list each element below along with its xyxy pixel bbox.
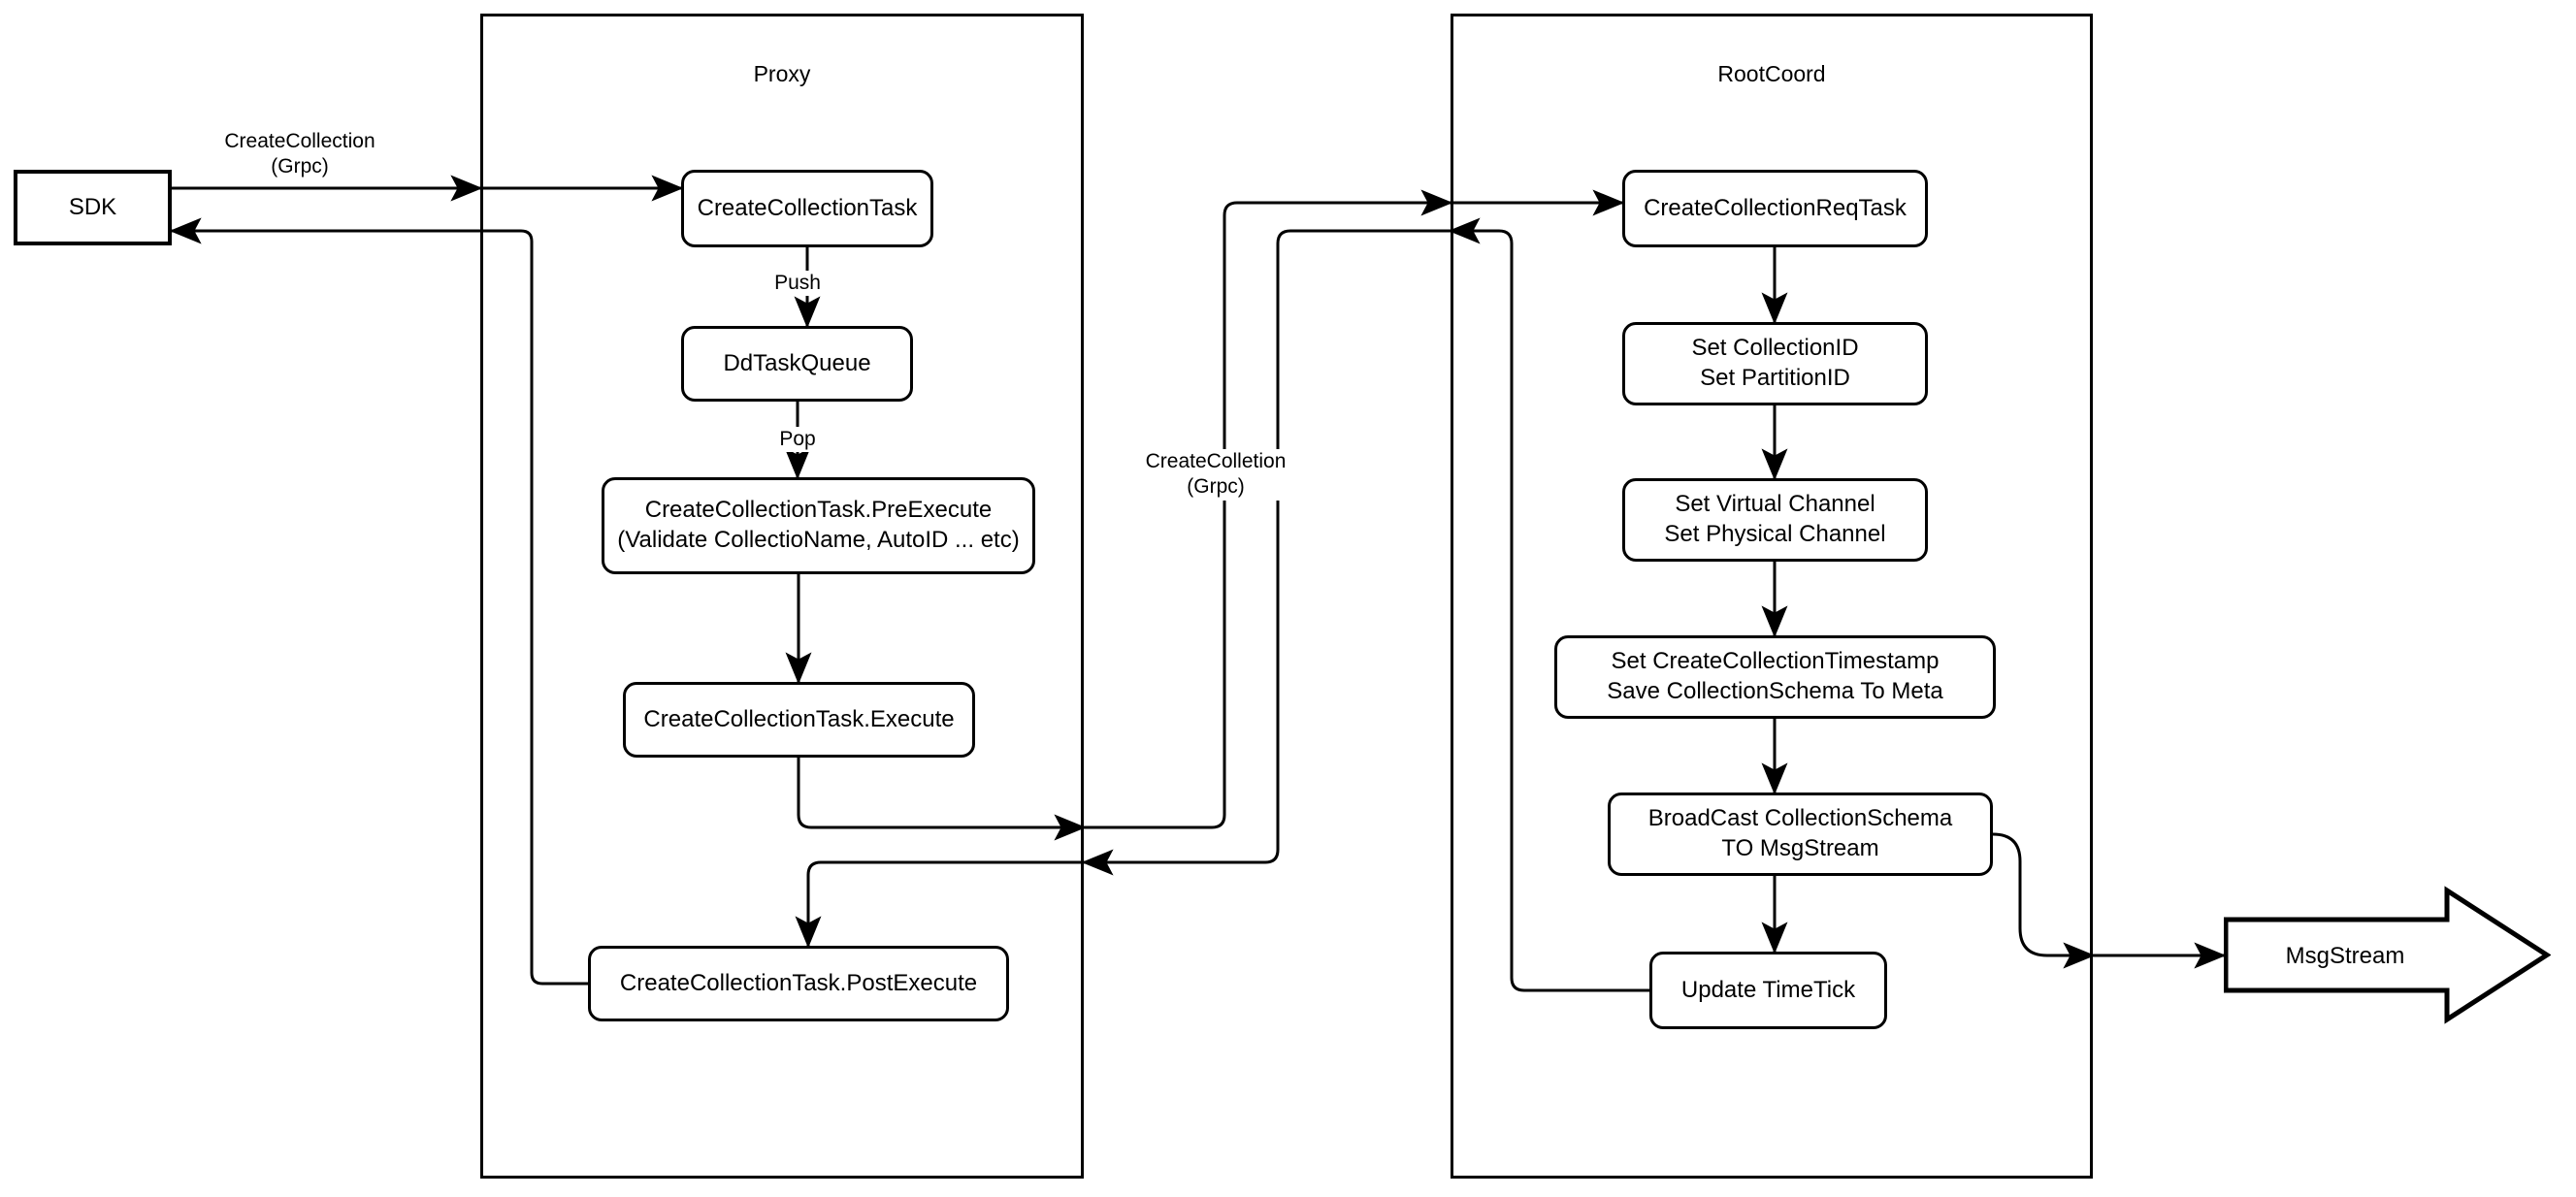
edge-label-pop: Pop: [765, 427, 831, 453]
container-proxy-title: Proxy: [753, 61, 811, 86]
node-sdk[interactable]: SDK: [14, 170, 172, 245]
container-proxy: [480, 14, 1084, 1179]
wire-grpc-return-riser: [1081, 229, 1451, 876]
node-dd-task-queue[interactable]: DdTaskQueue: [681, 326, 913, 402]
wire-grpc-out-riser: [1084, 189, 1453, 829]
node-create-collection-task-postexecute[interactable]: CreateCollectionTask.PostExecute: [588, 946, 1009, 1021]
msgstream-arrow-icon: [2223, 886, 2552, 1024]
node-update-timetick[interactable]: Update TimeTick: [1649, 952, 1887, 1029]
msgstream-label: MsgStream: [2285, 943, 2405, 969]
node-set-virtual-physical-channel[interactable]: Set Virtual Channel Set Physical Channel: [1622, 478, 1928, 562]
node-create-collection-task[interactable]: CreateCollectionTask: [681, 170, 933, 247]
edge-label-sdk-to-proxy: CreateCollection (Grpc): [197, 129, 403, 180]
node-broadcast-collection-schema[interactable]: BroadCast CollectionSchema TO MsgStream: [1608, 793, 1993, 876]
node-set-collection-partition-id[interactable]: Set CollectionID Set PartitionID: [1622, 322, 1928, 405]
node-create-collection-req-task[interactable]: CreateCollectionReqTask: [1622, 170, 1928, 247]
edge-label-proxy-to-rootcoord: CreateColletion (Grpc): [1113, 449, 1319, 501]
node-create-collection-task-execute[interactable]: CreateCollectionTask.Execute: [623, 682, 975, 758]
container-rootcoord-title: RootCoord: [1717, 61, 1826, 86]
node-create-collection-task-preexecute[interactable]: CreateCollectionTask.PreExecute (Validat…: [602, 477, 1035, 574]
edge-label-push: Push: [761, 271, 834, 297]
node-msgstream[interactable]: MsgStream: [2223, 885, 2552, 1025]
container-rootcoord: [1451, 14, 2093, 1179]
node-save-collection-schema-to-meta[interactable]: Set CreateCollectionTimestamp Save Colle…: [1554, 635, 1996, 719]
